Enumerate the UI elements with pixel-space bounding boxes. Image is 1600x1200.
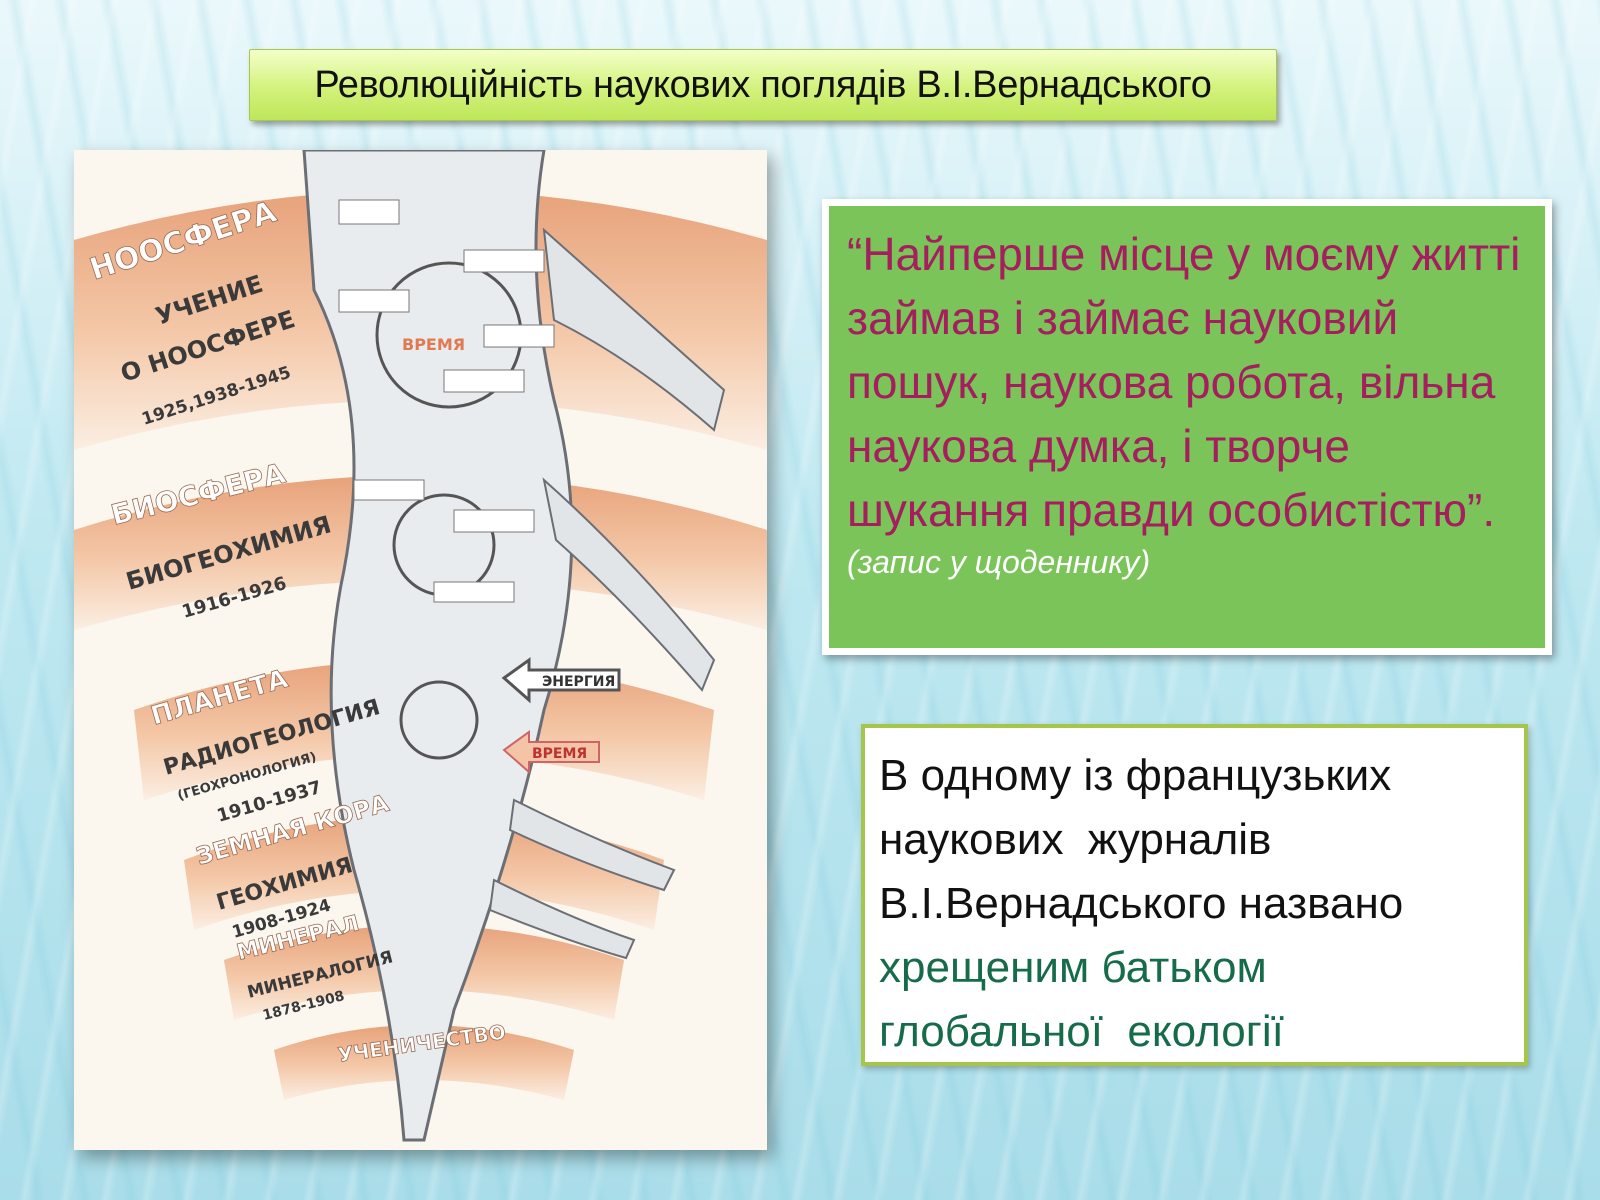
quote-text: “Найперше місце у моєму житті займав і з… (847, 228, 1521, 536)
tree-branch (542, 227, 726, 432)
info-highlight-line: глобальної екології (879, 1007, 1284, 1056)
cycle-circle (399, 680, 479, 760)
diagram-box (433, 581, 515, 603)
info-line: наукових журналів (879, 815, 1272, 864)
time-arrow (502, 730, 600, 775)
diagram-box (353, 479, 425, 501)
info-box: В одному із французьких наукових журналі… (861, 724, 1528, 1066)
diagram-box (453, 509, 535, 533)
tree-root (508, 798, 676, 892)
tree-diagram: ЭНЕРГИЯ ВРЕМЯ ВРЕМЯ НООСФЕРА БИОСФЕРА ПЛ… (74, 150, 767, 1150)
diagram-box (483, 324, 555, 348)
tree-trunk (302, 150, 574, 1142)
diagram-box (338, 199, 400, 225)
quote-note: (запис у щоденнику) (847, 544, 1151, 580)
energy-tag: ЭНЕРГИЯ (542, 674, 615, 690)
slide-title-box: Революційність наукових поглядів В.І.Вер… (249, 49, 1277, 121)
diagram-box (338, 289, 410, 313)
time-tag: ВРЕМЯ (402, 335, 465, 354)
tree-root (488, 878, 636, 960)
info-line: В одному із французьких (879, 751, 1392, 800)
time-tag-lower: ВРЕМЯ (532, 746, 587, 762)
info-line: В.І.Вернадського названо (879, 879, 1404, 928)
slide-title: Революційність наукових поглядів В.І.Вер… (314, 63, 1212, 106)
tree-branch (542, 477, 716, 692)
info-highlight-line: хрещеним батьком (879, 943, 1267, 992)
quote-box: “Найперше місце у моєму житті займав і з… (822, 199, 1552, 655)
vernadsky-tree-figure: ЭНЕРГИЯ ВРЕМЯ ВРЕМЯ НООСФЕРА БИОСФЕРА ПЛ… (74, 150, 767, 1150)
diagram-box (463, 249, 545, 273)
diagram-box (443, 369, 525, 393)
energy-arrow (501, 657, 621, 704)
